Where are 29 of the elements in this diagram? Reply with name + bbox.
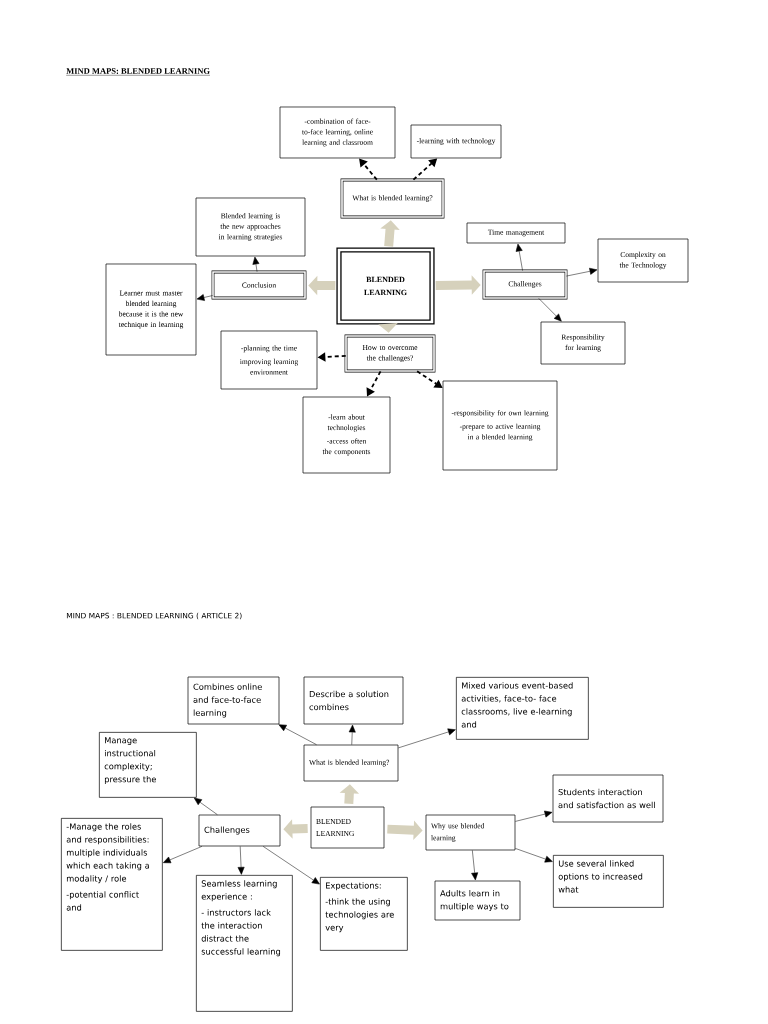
central-topic-box: BLENDED LEARNING	[336, 247, 435, 325]
text-box: Adults learn in multiple ways to	[434, 880, 521, 921]
text-box: Challenges	[198, 814, 281, 847]
text-box: -Manage the roles and responsibilities: multiple individuals which each taking a modality / role -potential conflict and	[61, 818, 163, 951]
arrow	[348, 724, 356, 745]
arrow	[515, 243, 523, 271]
heading: MIND MAPS: BLENDED LEARNING	[66, 68, 211, 76]
arrow	[515, 848, 553, 863]
arrow	[262, 846, 320, 885]
arrow	[163, 846, 203, 864]
text-box: Mixed various event-based activities, face-to- face classrooms, live e-learning and	[456, 677, 589, 740]
text-box: Seamless learning experience : - instructors lack the interaction distract the successful learning	[196, 875, 293, 1012]
arrow	[471, 850, 479, 881]
arrow	[515, 810, 553, 822]
arrow	[193, 797, 218, 815]
arrow	[538, 298, 562, 322]
text-box: Describe a solution combines	[303, 676, 404, 725]
arrow	[398, 728, 456, 749]
arrow	[359, 158, 378, 181]
arrow	[278, 724, 317, 745]
text-box: Students interaction and satisfaction as well	[552, 774, 664, 823]
text-box: Combines online and face-to-face learning	[187, 676, 280, 725]
arrow	[196, 294, 213, 301]
text-box: Expectations: -think the using technologies are very	[320, 877, 408, 951]
text-box: Manage instructional complexity; pressure the	[99, 732, 197, 798]
arrow	[566, 267, 598, 277]
arrow	[237, 846, 245, 875]
text-box: Use several linked options to increased what	[553, 855, 664, 908]
arrow	[252, 256, 260, 272]
